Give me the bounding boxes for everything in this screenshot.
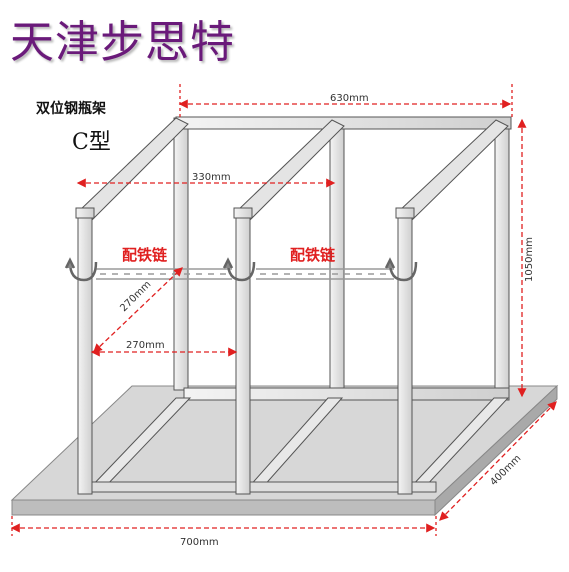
dim-horiz-depth: 270mm xyxy=(126,340,165,351)
dimension-lines xyxy=(10,84,557,536)
model-label: C型 xyxy=(72,130,111,155)
front-posts xyxy=(75,207,415,495)
chain-label-left: 配铁链 xyxy=(122,246,168,264)
dim-height: 1050mm xyxy=(524,237,535,282)
chain-labels: 配铁链 配铁链 xyxy=(122,246,336,264)
dim-top-width: 630mm xyxy=(330,93,369,104)
page-title: 天津步思特 xyxy=(10,17,235,68)
dim-inner-span: 330mm xyxy=(192,172,231,183)
top-arms xyxy=(77,117,509,221)
back-frame xyxy=(173,116,512,401)
product-name: 双位钢瓶架 xyxy=(36,101,106,117)
chain-label-right: 配铁链 xyxy=(290,246,336,264)
dim-diag-depth: 270mm xyxy=(118,279,153,314)
dim-base-width: 700mm xyxy=(180,537,219,548)
